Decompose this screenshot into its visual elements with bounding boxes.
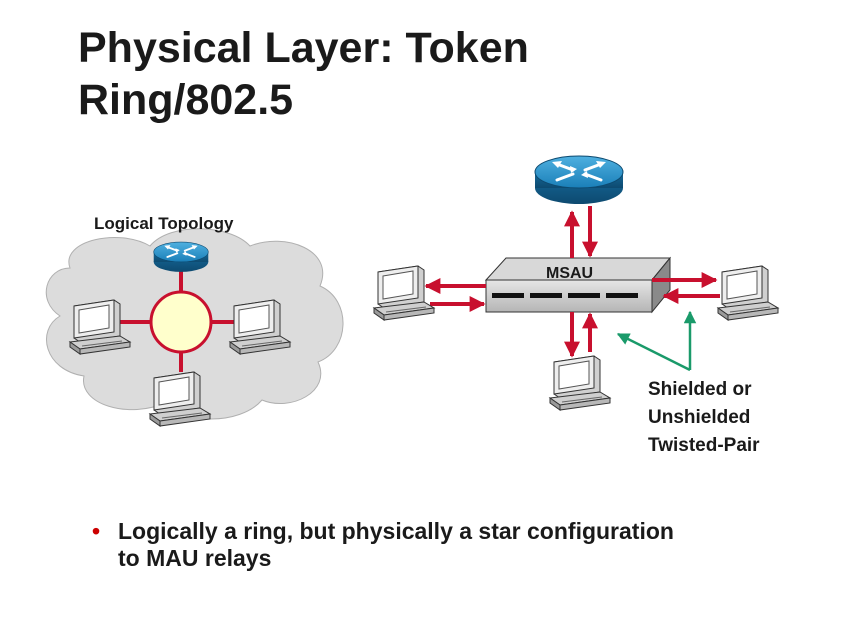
slide-title: Physical Layer: Token Ring/802.5 [78, 22, 678, 126]
msau-hub-icon [484, 256, 672, 314]
title-line-2: Ring/802.5 [78, 76, 294, 124]
workstation-icon [549, 355, 611, 411]
router-icon [152, 241, 210, 273]
logical-topology: Logical Topology [45, 214, 344, 427]
router-icon [533, 154, 625, 206]
logical-topology-label: Logical Topology [94, 214, 234, 233]
cable-label-line-1: Shielded or [648, 379, 752, 400]
bullet-line-2: to MAU relays [118, 545, 272, 571]
bullet-dot-icon: • [92, 518, 101, 544]
bullet-item: • Logically a ring, but physically a sta… [92, 518, 792, 572]
msau-label: MSAU [546, 265, 593, 282]
pointer-line-left [616, 332, 691, 372]
physical-topology: MSAU [373, 154, 779, 411]
title-line-1: Physical Layer: Token [78, 24, 529, 72]
cable-label-line-3: Twisted-Pair [648, 435, 760, 456]
bullet-line-1: Logically a ring, but physically a star … [118, 518, 674, 544]
cable-label-line-2: Unshielded [648, 407, 751, 428]
bullet-list: • Logically a ring, but physically a sta… [92, 518, 792, 572]
logical-ring [149, 290, 213, 354]
cable-type-label: Shielded or Unshielded Twisted-Pair [648, 376, 760, 460]
workstation-icon [717, 265, 779, 321]
workstation-icon [373, 265, 435, 321]
